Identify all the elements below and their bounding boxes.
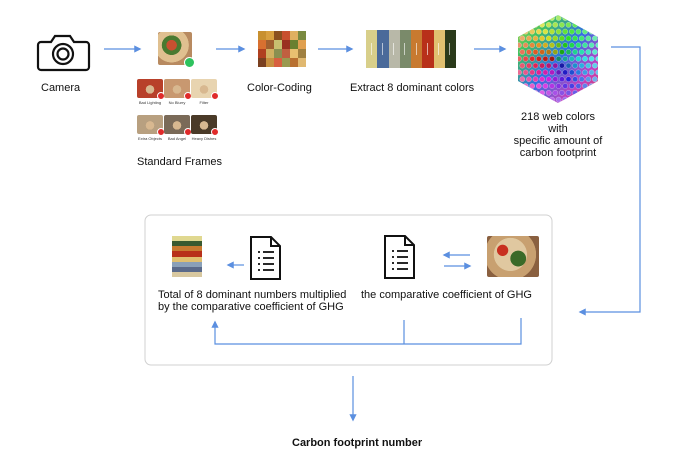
mosaic-cell [290, 40, 298, 49]
dominant-color-stripe [377, 30, 389, 68]
frame-tile [191, 79, 219, 100]
total-line: by the comparative coefficient of GHG [158, 301, 344, 313]
mosaic-cell [282, 49, 290, 58]
mosaic-cell [274, 58, 282, 67]
dominant-color-stripes [366, 30, 456, 68]
food-photo-thumbnail [158, 32, 195, 68]
total-line: Total of 8 dominant numbers multiplied [158, 289, 347, 301]
frame-caption: Bad Angel [167, 136, 187, 141]
frame-tile [191, 115, 219, 136]
mosaic-cell [274, 40, 282, 49]
mini-color-stripe [172, 261, 202, 267]
mini-color-stripe [172, 236, 202, 242]
frame-caption: Heavy Dishes [191, 136, 217, 141]
process-panel [144, 214, 553, 366]
mosaic-cell [274, 31, 282, 40]
frame-tile [164, 79, 192, 100]
mosaic-cell [290, 49, 298, 58]
mosaic-cell [266, 49, 274, 58]
mini-color-stripe [172, 241, 202, 247]
standard-frames-grid: Bad Lighting No Blurry Filter Extra Obje… [137, 79, 219, 149]
mosaic-cell [298, 40, 306, 49]
mini-dominant-stripes [172, 236, 202, 277]
dominant-color-stripe [388, 30, 400, 68]
mini-color-stripe [172, 271, 202, 277]
reject-badge-icon [211, 92, 219, 100]
dominant-color-stripe [366, 30, 378, 68]
connector-webcolors-to-panel [578, 46, 641, 316]
mini-color-stripe [172, 246, 202, 252]
total-label: Total of 8 dominant numbers multiplied b… [158, 289, 358, 313]
dominant-color-stripe [411, 30, 423, 68]
coefficient-label: the comparative coefficient of GHG [361, 289, 532, 301]
web-colors-line: specific amount of [513, 135, 603, 147]
dominant-color-stripe [444, 30, 456, 68]
dominant-color-stripe [399, 30, 411, 68]
mosaic-cell [266, 40, 274, 49]
frame-caption: Filter [199, 100, 209, 105]
mosaic-cell [258, 58, 266, 67]
camera-label: Camera [41, 82, 81, 94]
carbon-footprint-result: Carbon footprint number [292, 437, 423, 449]
extract-label: Extract 8 dominant colors [350, 82, 475, 94]
food-photo [487, 236, 539, 277]
web-colors-label: 218 web colors with specific amount of c… [510, 111, 606, 159]
mosaic-cell [258, 40, 266, 49]
frame-tile [137, 115, 165, 136]
mosaic-cell [258, 31, 266, 40]
approved-check-icon [184, 57, 195, 68]
mosaic-cell [258, 49, 266, 58]
web-colors-line: carbon footprint [519, 147, 597, 159]
mosaic-cell [282, 40, 290, 49]
frame-tile [137, 79, 165, 100]
mosaic-cell [282, 58, 290, 67]
mosaic-cell [298, 58, 306, 67]
frame-caption: Extra Objects [137, 136, 162, 141]
mosaic-cell [282, 31, 290, 40]
frame-caption: No Blurry [168, 100, 186, 105]
reject-badge-icon [211, 128, 219, 136]
mosaic-cell [290, 31, 298, 40]
frame-caption: Bad Lighting [138, 100, 162, 105]
web-colors-line: 218 web colors with [521, 111, 595, 135]
standard-frames-label: Standard Frames [137, 156, 222, 168]
mosaic-cell [298, 49, 306, 58]
mosaic-cell [266, 31, 274, 40]
connector-bottom-loop [211, 318, 522, 345]
color-coding-label: Color-Coding [247, 82, 312, 94]
mosaic-cell [274, 49, 282, 58]
dominant-color-stripe [433, 30, 445, 68]
frame-tile [164, 115, 192, 136]
mosaic-cell [290, 58, 298, 67]
mini-color-stripe [172, 256, 202, 262]
mini-color-stripe [172, 266, 202, 272]
color-coding-mosaic [258, 31, 306, 67]
mini-color-stripe [172, 251, 202, 257]
mosaic-cell [298, 31, 306, 40]
dominant-color-stripe [422, 30, 434, 68]
mosaic-cell [266, 58, 274, 67]
